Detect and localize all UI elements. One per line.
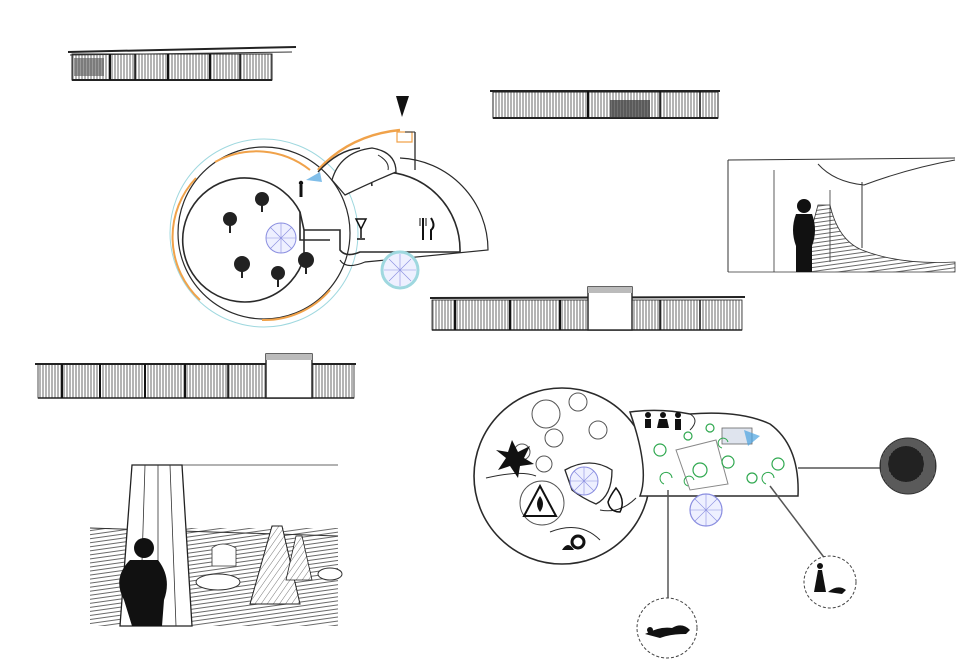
tree-icon (271, 266, 285, 287)
tree-icon (255, 192, 269, 212)
person-icon (298, 180, 304, 197)
person-silhouette-icon (793, 199, 815, 272)
plan-lower (473, 387, 880, 598)
male-toilet-icon (675, 412, 681, 430)
tree-icon (234, 256, 250, 278)
tree-icon (298, 252, 314, 274)
fire-hazard-icon (522, 483, 558, 517)
elevation-top-left (67, 46, 297, 81)
entrance-arrow-icon (396, 96, 409, 117)
person-silhouette-icon (119, 538, 167, 626)
elevation-top-right (490, 90, 720, 119)
settings-gear-icon (562, 534, 586, 550)
callout-reclining-figure (636, 597, 698, 659)
perspective-corridor (727, 157, 956, 273)
callout-sitting-figures (803, 555, 857, 609)
cutlery-icon (419, 217, 435, 240)
female-toilet-icon (657, 412, 669, 428)
callout-sketch-cluster (879, 437, 937, 495)
explosion-icon (496, 440, 534, 478)
flame-icon (607, 486, 623, 513)
perspective-interior (89, 464, 343, 627)
plan-upper (169, 96, 489, 328)
baby-change-icon (645, 412, 651, 428)
elevation-mid-right (429, 286, 746, 331)
tree-icon (223, 212, 237, 233)
wineglass-icon (354, 218, 368, 240)
elevation-mid-left (35, 353, 356, 399)
